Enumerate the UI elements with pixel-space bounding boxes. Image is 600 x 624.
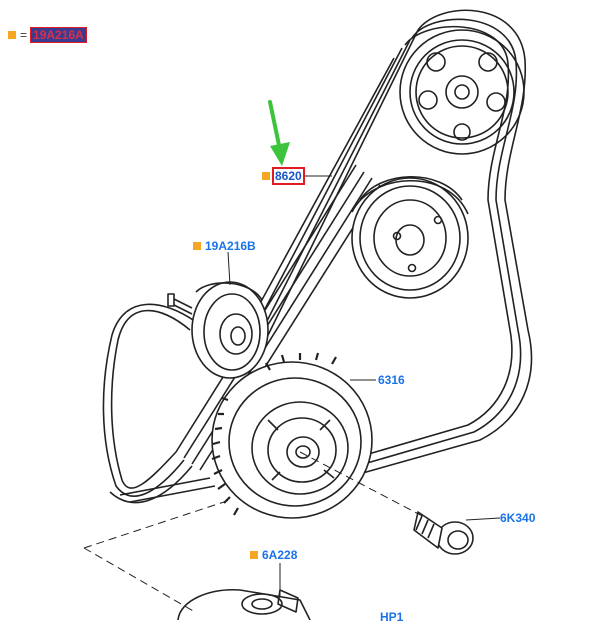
idler-pulley: [351, 175, 469, 299]
marker-square-icon: [250, 551, 258, 559]
upper-pulley: [399, 29, 525, 155]
marker-square-icon: [8, 31, 16, 39]
callout-19a216b: 19A216B: [193, 239, 256, 253]
legend-code[interactable]: 19A216A: [30, 27, 87, 43]
callout-hp1: HP1: [380, 610, 403, 624]
legend: = 19A216A: [8, 27, 87, 43]
part-link-6a228[interactable]: 6A228: [262, 548, 298, 562]
marker-square-icon: [193, 242, 201, 250]
part-link-6316[interactable]: 6316: [378, 373, 405, 387]
part-link-6k340[interactable]: 6K340: [500, 511, 536, 525]
dashed-lines: [83, 451, 431, 613]
lower-component: [177, 589, 311, 620]
callout-6a228: 6A228: [250, 548, 297, 562]
callout-6316: 6316: [378, 373, 405, 387]
part-link-19a216b[interactable]: 19A216B: [205, 239, 256, 253]
marker-square-icon: [262, 172, 270, 180]
callout-6k340: 6K340: [500, 511, 535, 525]
legend-equals: =: [20, 28, 28, 42]
pointer-arrow-icon: [268, 100, 290, 166]
part-link-8620[interactable]: 8620: [272, 167, 305, 185]
tensioner-pulley: [167, 281, 269, 379]
part-link-hp1[interactable]: HP1: [380, 610, 404, 624]
callout-8620: 8620: [262, 167, 305, 185]
leader-lines: [227, 175, 501, 596]
crank-bolt: [413, 511, 474, 555]
crankshaft-pulley: [211, 352, 373, 519]
